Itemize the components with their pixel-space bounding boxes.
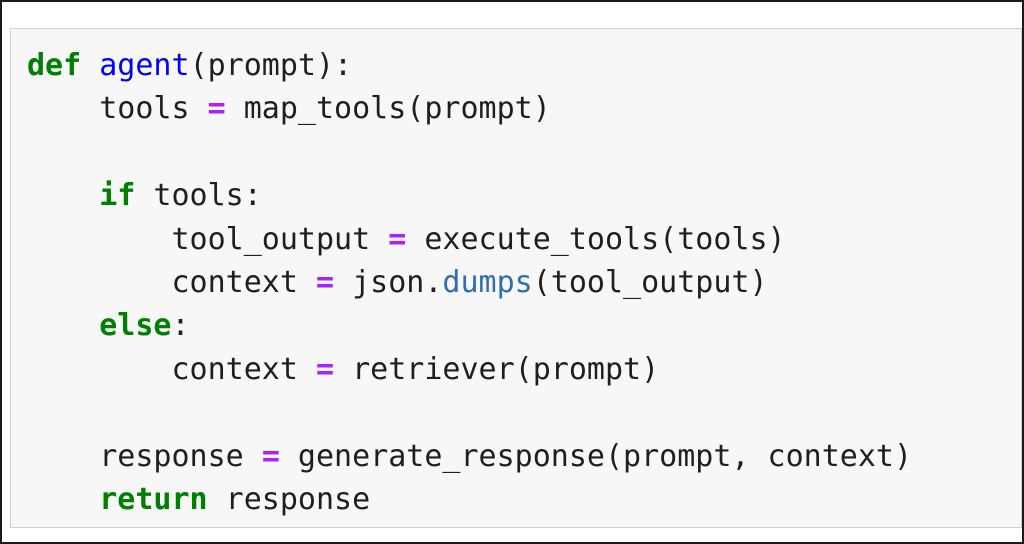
code-token-fn: agent <box>99 48 190 83</box>
code-token-plain <box>27 178 99 213</box>
code-token-plain <box>27 482 99 517</box>
code-token-plain: json. <box>334 264 443 300</box>
code-token-plain: (prompt): <box>189 48 353 83</box>
code-token-plain: context <box>27 351 316 387</box>
code-line: if tools: <box>27 174 912 217</box>
code-token-plain: map_tools(prompt) <box>225 91 551 127</box>
code-token-plain <box>81 48 99 83</box>
code-line: tools = map_tools(prompt) <box>27 87 912 130</box>
code-token-plain: tool_output <box>27 221 389 257</box>
code-token-plain: context <box>27 264 316 300</box>
code-line: context = json.dumps(tool_output) <box>27 261 912 304</box>
code-line <box>27 131 912 174</box>
code-token-plain: execute_tools(tools) <box>406 221 786 257</box>
code-token-plain <box>27 308 99 343</box>
code-line: response = generate_response(prompt, con… <box>27 435 912 478</box>
code-line <box>27 391 912 434</box>
code-token-op: = <box>261 438 280 474</box>
code-line: context = retriever(prompt) <box>27 348 912 391</box>
code-token-op: = <box>207 91 226 127</box>
code-token-op: = <box>388 221 407 257</box>
code-token-kw: else <box>99 308 172 344</box>
code-line: return response <box>27 478 912 521</box>
code-line: else: <box>27 304 912 347</box>
code-token-plain: (tool_output) <box>532 264 768 300</box>
code-block[interactable]: def agent(prompt): tools = map_tools(pro… <box>27 44 912 521</box>
code-token-plain: retriever(prompt) <box>334 351 660 387</box>
code-token-kw: def <box>27 48 82 83</box>
code-token-plain: tools: <box>135 178 262 214</box>
code-token-op: = <box>315 264 335 300</box>
code-line: def agent(prompt): <box>27 44 912 87</box>
code-token-plain: : <box>171 308 190 344</box>
code-token-attr: dumps <box>442 264 533 300</box>
code-token-plain: generate_response(prompt, context) <box>279 438 913 474</box>
code-cell[interactable]: def agent(prompt): tools = map_tools(pro… <box>10 28 1022 528</box>
code-token-plain: response <box>27 438 262 474</box>
code-token-plain: response <box>207 481 371 517</box>
code-token-kw: return <box>99 481 208 517</box>
code-token-op: = <box>315 351 335 387</box>
code-token-kw: if <box>99 178 136 214</box>
code-line: tool_output = execute_tools(tools) <box>27 218 912 261</box>
code-token-plain: tools <box>27 91 208 127</box>
